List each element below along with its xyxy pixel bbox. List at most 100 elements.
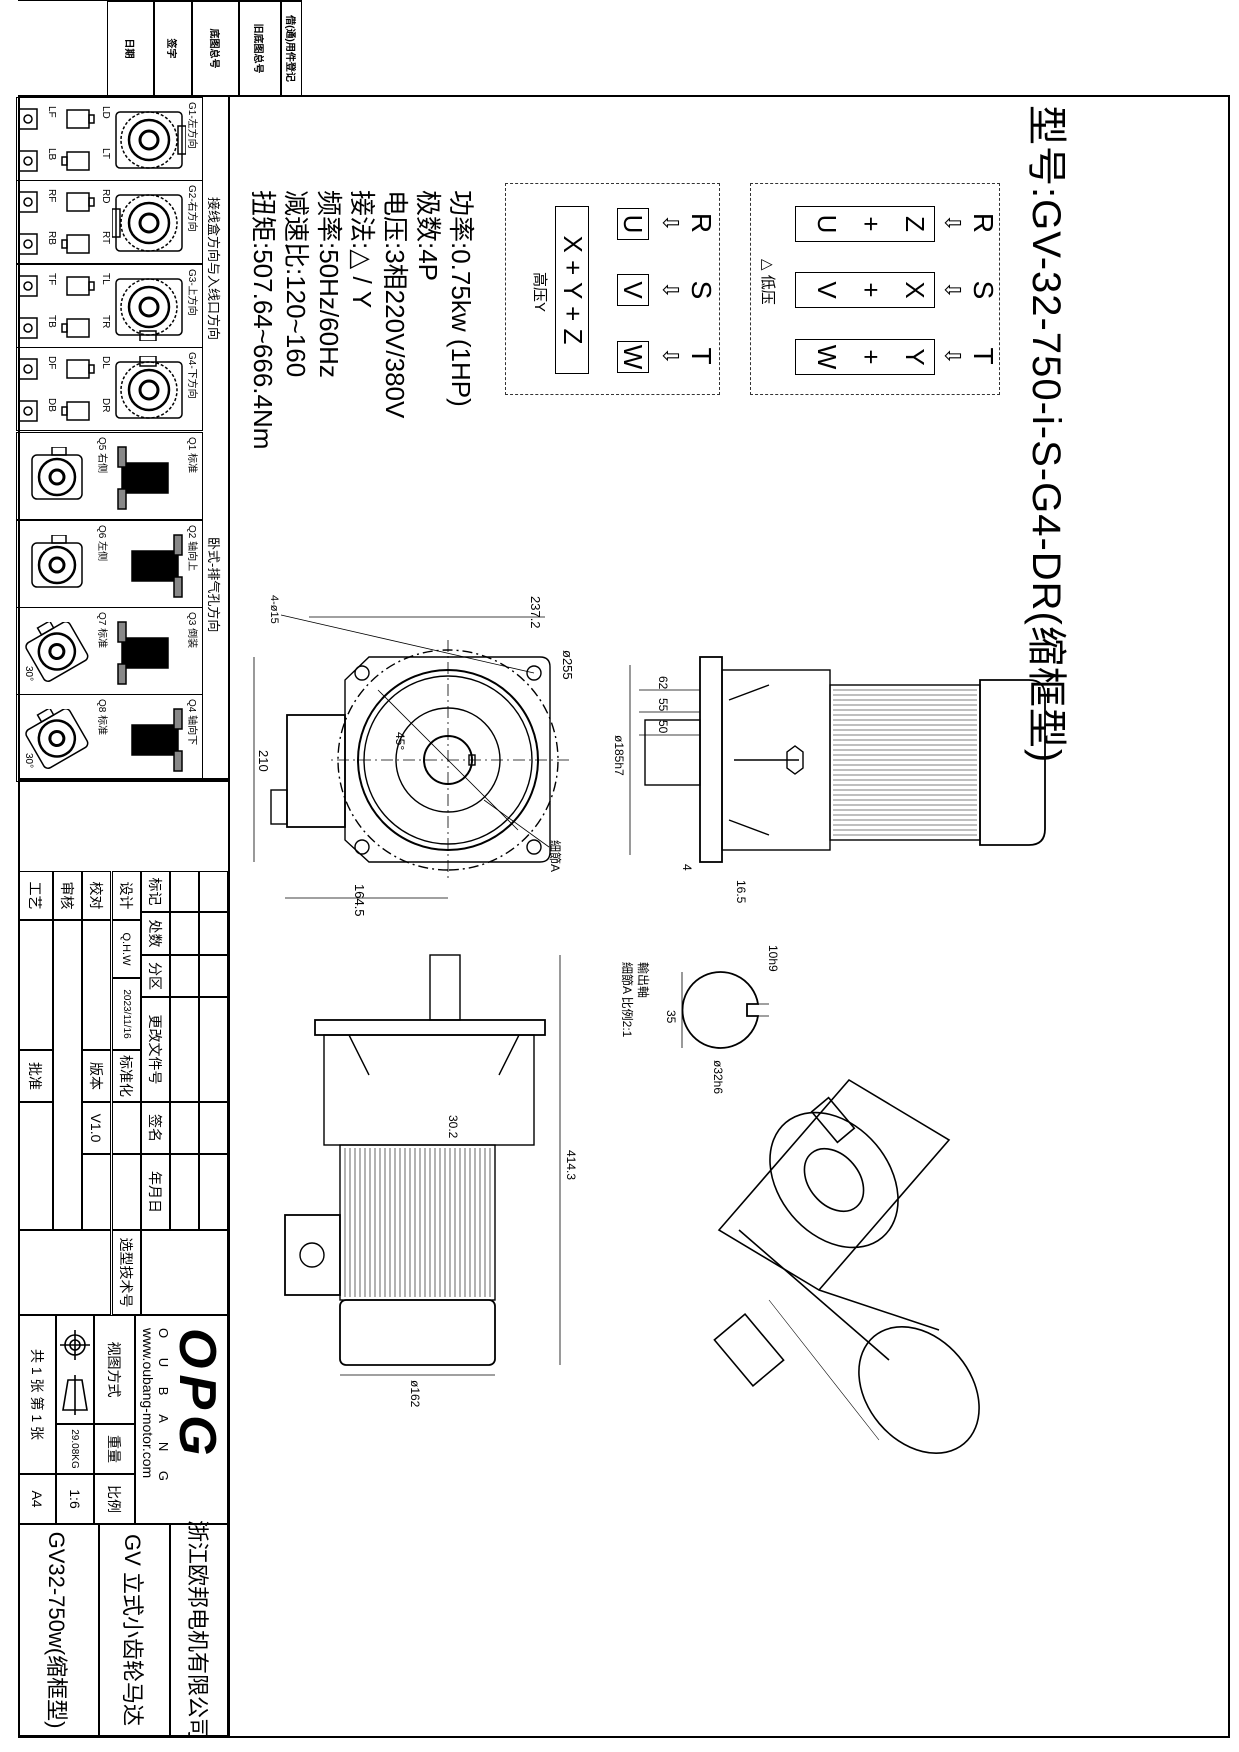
vent-direction-title: 卧式-排气孔方向 — [206, 537, 221, 633]
terminal-box-icon — [16, 313, 40, 343]
dim-shaft-dia: ø32h6 — [711, 1060, 725, 1094]
website: www.oubang-motor.com — [140, 1328, 156, 1479]
revision-header: 处数 — [141, 912, 170, 955]
sub-option: DR — [100, 398, 111, 413]
terminal-box-icon — [61, 354, 95, 384]
terminal-box — [284, 1214, 341, 1296]
approve-label: 批准 — [18, 1050, 53, 1102]
paper-size: A4 — [18, 1474, 56, 1524]
sub-option: TR — [100, 315, 111, 329]
dim-pcd: ø255 — [560, 650, 575, 680]
revision-cell — [199, 1154, 228, 1230]
flange-icon — [112, 355, 186, 424]
option-label: Q2 轴向上 — [186, 525, 197, 572]
dim-4: 4 — [680, 864, 694, 871]
dim-height: 210 — [256, 750, 271, 772]
weight-label: 重量 — [94, 1424, 135, 1474]
version-label: 版本 — [82, 1050, 111, 1102]
weight-value: 29.08KG — [56, 1424, 94, 1474]
dim-length: 414.3 — [564, 1150, 578, 1180]
option-sub-label: Q7 标准 — [96, 612, 107, 649]
standardization-label: 标准化 — [112, 1050, 141, 1102]
sub-option: RT — [100, 231, 111, 245]
detail-scale-label: 細節A 比例2:1 — [620, 962, 635, 1038]
side-view: 62 55 50 ø185h7 4 16.5 — [612, 656, 1046, 904]
option-sub-label: Q6 左侧 — [96, 525, 107, 562]
revision-cell — [199, 871, 228, 912]
dim-50: 50 — [656, 720, 670, 734]
motor-front-icon — [18, 446, 94, 507]
dim-offset: 30.2 — [446, 1115, 460, 1139]
dim-key-width: 10h9 — [766, 945, 780, 972]
sub-option: LB — [46, 148, 57, 161]
scale-value: 1:6 — [56, 1474, 94, 1524]
company-name: 浙江欧邦电机有限公司 — [170, 1520, 228, 1740]
revision-header: 年月日 — [141, 1154, 170, 1230]
terminal-box-icon — [16, 104, 40, 134]
revision-cell — [170, 1154, 199, 1230]
scale-label: 比例 — [94, 1474, 135, 1524]
sub-option: RB — [46, 231, 57, 245]
option-label: Q1 标准 — [186, 437, 197, 474]
model-name: GV32-750w(缩框型) — [18, 1524, 99, 1736]
revision-cell — [199, 997, 228, 1102]
terminal-box-icon — [16, 396, 40, 426]
hex-bolt-icon — [786, 745, 804, 775]
revision-cell — [170, 997, 199, 1102]
angle-label: 30° — [23, 666, 34, 682]
option-sub-label: Q8 标准 — [96, 699, 107, 736]
dim-flange-width: 237.2 — [528, 596, 543, 629]
flange-icon — [112, 106, 187, 174]
motor-front-icon — [18, 534, 94, 595]
dim-16-5: 16.5 — [734, 880, 748, 904]
dim-motor-dia: ø162 — [408, 1380, 422, 1408]
angle-label: 30° — [23, 753, 34, 769]
detail-a-ref: 細節A — [548, 840, 563, 872]
revision-cell — [199, 912, 228, 955]
terminal-box — [286, 714, 346, 828]
sub-option: RF — [46, 189, 57, 203]
terminal-box-icon — [61, 104, 95, 134]
stub-field: 借(通)用件登记 — [281, 1, 302, 96]
vent-option-q4[interactable]: Q4 轴向下 Q8 标准 30° — [16, 694, 203, 782]
revision-header: 分区 — [141, 955, 170, 997]
option-label: G3-上方向 — [186, 269, 197, 316]
date-cell — [112, 1154, 141, 1230]
motor-front-icon — [18, 706, 94, 769]
check-label: 校对 — [82, 871, 111, 920]
bottom-view: 414.3 30.2 ø162 — [284, 954, 578, 1408]
isometric-view — [713, 1078, 980, 1454]
sheet-count: 共 1 张 第 1 张 — [18, 1315, 56, 1474]
option-label: Q4 轴向下 — [186, 699, 197, 746]
revision-header: 标记 — [141, 871, 170, 912]
empty-cell — [82, 1154, 111, 1230]
front-view: 237.2 4-ø15 ø255 210 164.5 45° 細節A — [253, 595, 575, 917]
motor-side-icon — [112, 531, 186, 599]
vent-option-q2[interactable]: Q2 轴向上 Q6 左侧 — [16, 520, 203, 608]
flange-icon — [112, 273, 186, 342]
revision-cell — [199, 955, 228, 997]
product-name: GV 立式小齿轮马达 — [99, 1524, 170, 1736]
terminal-box-icon — [61, 146, 95, 176]
option-label: G1-左方向 — [186, 102, 197, 149]
output-shaft-label: 輸出軸 — [636, 962, 651, 998]
designer-value: Q.H.W — [112, 920, 141, 978]
dim-bolt-holes: 4-ø15 — [268, 595, 280, 624]
terminal-box-icon — [16, 271, 40, 301]
dim-spigot: ø185h7 — [612, 735, 626, 776]
sub-option: DB — [46, 398, 57, 412]
dim-box-offset: 164.5 — [352, 884, 367, 917]
sub-option: TB — [46, 315, 57, 328]
terminal-box-icon — [61, 313, 95, 343]
cable-gland — [270, 789, 288, 825]
approve-cell — [18, 1102, 53, 1230]
